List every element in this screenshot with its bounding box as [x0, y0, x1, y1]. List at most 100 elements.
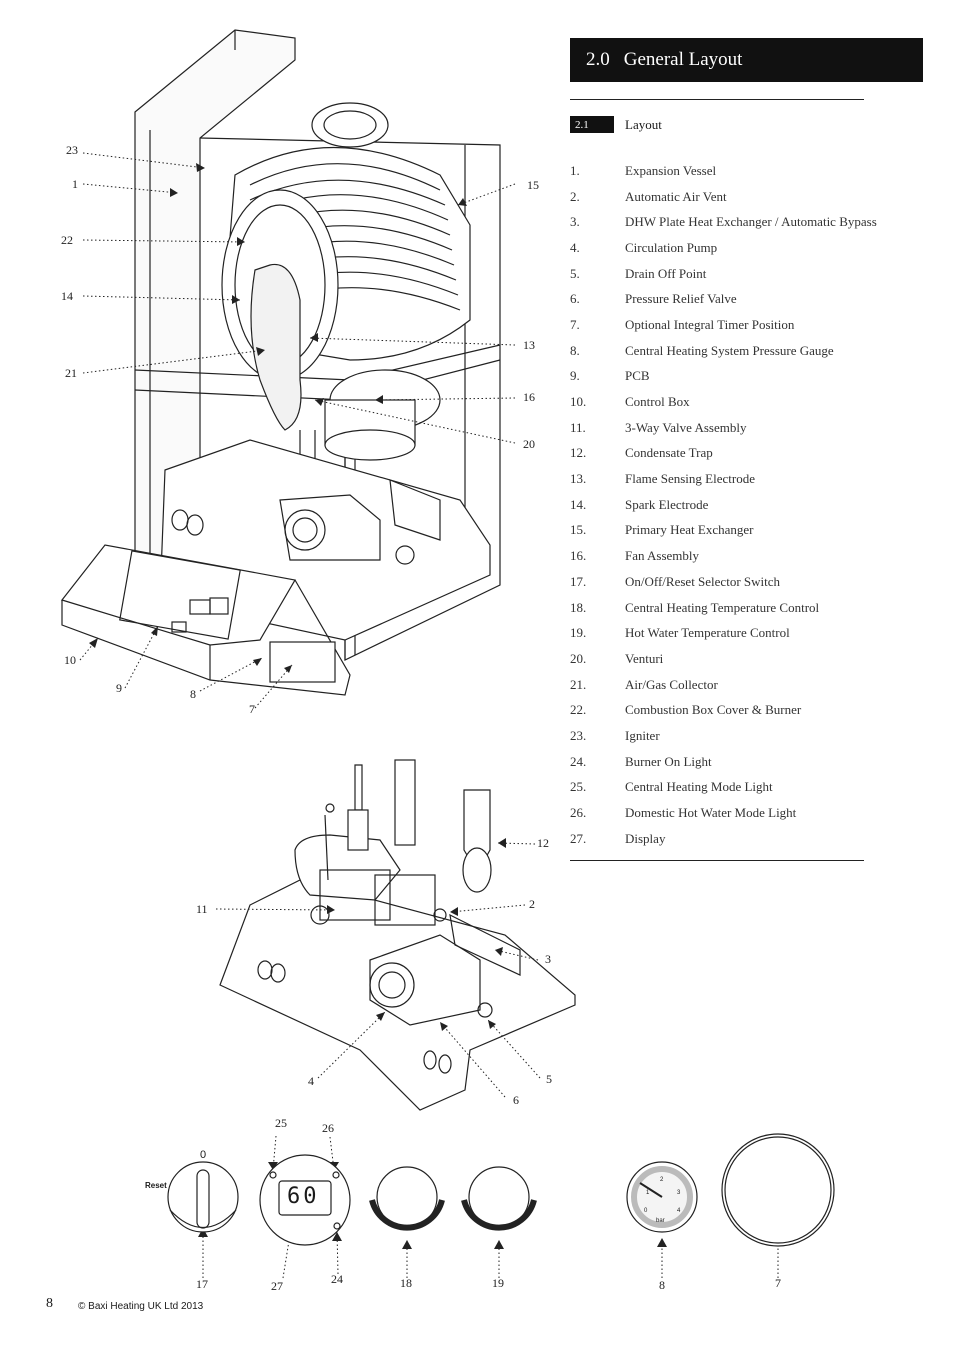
list-item-label: Venturi [625, 650, 664, 666]
reset-label: Reset [145, 1181, 167, 1190]
list-item-number: 15. [570, 522, 587, 538]
control-panel [167, 1133, 835, 1247]
list-item: 12. Condensate Trap [570, 441, 877, 467]
callout-3: 3 [545, 952, 551, 966]
display-readout: 60 [287, 1184, 320, 1209]
list-item-label: Primary Heat Exchanger [625, 522, 754, 538]
list-item-number: 11. [570, 419, 586, 435]
callout-8-gauge: 8 [659, 1278, 665, 1292]
page-number: 8 [46, 1296, 53, 1311]
list-item-number: 1. [570, 162, 580, 178]
callout-20: 20 [523, 437, 535, 451]
list-item-number: 3. [570, 214, 580, 230]
gauge-tick-3: 3 [677, 1190, 681, 1196]
list-item-number: 23. [570, 727, 587, 743]
list-item-number: 14. [570, 496, 587, 512]
callout-9: 9 [116, 681, 122, 695]
callout-14: 14 [61, 289, 73, 303]
callout-4: 4 [308, 1074, 314, 1088]
list-item-label: Central Heating Mode Light [625, 779, 773, 795]
callout-23: 23 [66, 143, 78, 157]
list-item: 14.Spark Electrode [570, 492, 877, 518]
list-item-number: 20. [570, 650, 587, 666]
list-item: 19. Hot Water Temperature Control [570, 620, 877, 646]
gauge-tick-0: 0 [644, 1208, 648, 1214]
list-item-label: Combustion Box Cover & Burner [625, 702, 802, 718]
list-item-label: Drain Off Point [625, 265, 707, 281]
section-title: General Layout [623, 49, 743, 70]
list-item-label: Central Heating Temperature Control [625, 599, 820, 615]
control-box [60, 544, 351, 696]
list-item-number: 19. [570, 625, 587, 641]
section-number: 2.0 [586, 49, 610, 70]
list-item: 20. Venturi [570, 646, 877, 672]
bottom-rule [570, 860, 864, 861]
callout-1: 1 [72, 177, 78, 191]
list-item-label: Fan Assembly [625, 548, 700, 564]
list-item: 5. Drain Off Point [570, 261, 877, 287]
list-item: 23.Igniter [570, 723, 877, 749]
gauge-unit: bar [656, 1218, 665, 1224]
callout-8: 8 [190, 687, 196, 701]
list-item-label: Display [625, 830, 666, 846]
list-item-label: On/Off/Reset Selector Switch [625, 573, 781, 589]
callout-25: 25 [275, 1116, 287, 1130]
list-item-label: Optional Integral Timer Position [625, 316, 795, 332]
list-item-label: Condensate Trap [625, 445, 713, 461]
callout-27: 27 [271, 1279, 283, 1293]
list-item-label: Circulation Pump [625, 239, 718, 255]
list-item-number: 4. [570, 239, 580, 255]
list-item-label: DHW Plate Heat Exchanger / Automatic Byp… [625, 214, 877, 230]
callout-18: 18 [400, 1276, 412, 1290]
list-item: 1.Expansion Vessel [570, 158, 877, 184]
section-title-bar: 2.0 General Layout [570, 38, 923, 82]
copyright: © Baxi Heating UK Ltd 2013 [78, 1301, 204, 1312]
list-item: 24.Burner On Light [570, 749, 877, 775]
list-item-number: 10. [570, 394, 587, 410]
callout-22: 22 [61, 233, 73, 247]
list-item-number: 16. [570, 548, 587, 564]
list-item-number: 9. [570, 368, 580, 384]
list-item-number: 6. [570, 291, 580, 307]
callout-5: 5 [546, 1072, 552, 1086]
subsection-number: 2.1 [570, 116, 614, 133]
list-item-label: Control Box [625, 394, 690, 410]
callout-21: 21 [65, 366, 77, 380]
callout-15: 15 [527, 178, 539, 192]
list-item: 9.PCB [570, 364, 877, 390]
callout-17: 17 [196, 1277, 208, 1291]
heat-exchanger [221, 102, 471, 466]
list-item-label: Hot Water Temperature Control [625, 625, 790, 641]
callout-19: 19 [492, 1276, 504, 1290]
list-item: 17.On/Off/Reset Selector Switch [570, 569, 877, 595]
gauge-tick-1: 1 [646, 1190, 650, 1196]
list-item-number: 27. [570, 830, 587, 846]
list-item-number: 25. [570, 779, 587, 795]
list-item: 2. Automatic Air Vent [570, 184, 877, 210]
list-item-label: Automatic Air Vent [625, 188, 727, 204]
list-item-number: 12. [570, 445, 587, 461]
callout-16: 16 [523, 390, 535, 404]
list-item: 16. Fan Assembly [570, 543, 877, 569]
list-item-label: Domestic Hot Water Mode Light [625, 805, 797, 821]
list-item: 3. DHW Plate Heat Exchanger / Automatic B… [570, 209, 877, 235]
callout-7: 7 [249, 702, 255, 716]
list-item-number: 26. [570, 805, 587, 821]
list-item-number: 2. [570, 188, 580, 204]
callout-10: 10 [64, 653, 76, 667]
callout-2: 2 [529, 897, 535, 911]
component-list: 1.Expansion Vessel 2. Automatic Air Vent 3.… [570, 158, 877, 852]
list-item-label: Pressure Relief Valve [625, 291, 737, 307]
list-item-number: 8. [570, 342, 580, 358]
subsection-title: Layout [625, 116, 662, 132]
list-item: 10. Control Box [570, 389, 877, 415]
list-item: 25. Central Heating Mode Light [570, 775, 877, 801]
list-item-number: 5. [570, 265, 580, 281]
callout-12: 12 [537, 836, 549, 850]
list-item: 27. Display [570, 826, 877, 852]
list-item-label: Central Heating System Pressure Gauge [625, 342, 834, 358]
hydraulic-assembly [219, 759, 576, 1111]
list-item-label: Flame Sensing Electrode [625, 471, 755, 487]
callout-24: 24 [331, 1272, 343, 1286]
list-item: 26. Domestic Hot Water Mode Light [570, 800, 877, 826]
